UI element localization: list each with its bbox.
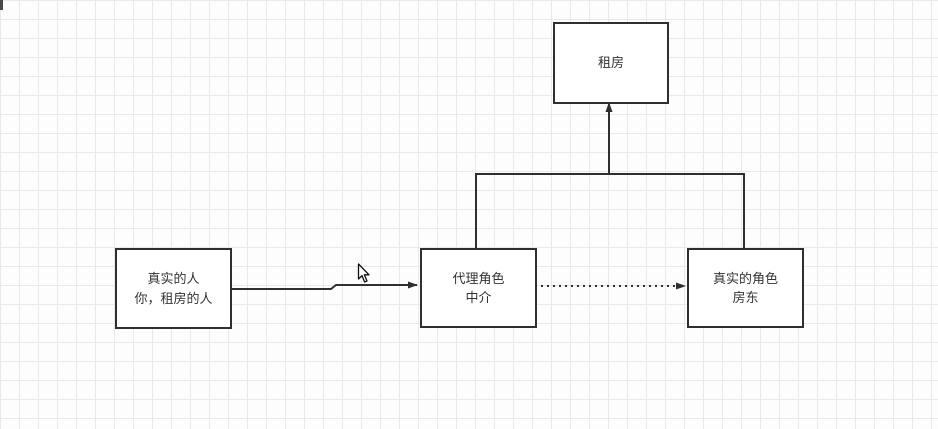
node-rent[interactable]: 租房 — [553, 22, 669, 104]
node-landlord-line2: 房东 — [732, 290, 759, 305]
node-landlord-line1: 真实的角色 — [712, 270, 778, 286]
mouse-cursor — [357, 263, 370, 283]
node-real-person[interactable]: 真实的人 你，租房的人 — [115, 248, 232, 329]
node-proxy-agent-line1: 代理角色 — [452, 270, 505, 286]
edge-renter-to-proxy[interactable] — [228, 281, 418, 290]
node-landlord[interactable]: 真实的角色 房东 — [687, 248, 804, 328]
node-real-person-line1: 真实的人 — [147, 271, 200, 286]
node-real-person-line2: 你，租房的人 — [134, 290, 213, 306]
edge-group-connector[interactable] — [475, 173, 745, 248]
screen-edge-artifact — [0, 0, 3, 10]
node-proxy-agent-line2: 中介 — [465, 290, 492, 305]
node-proxy-agent[interactable]: 代理角色 中介 — [420, 248, 537, 328]
node-rent-label: 租房 — [597, 55, 624, 71]
